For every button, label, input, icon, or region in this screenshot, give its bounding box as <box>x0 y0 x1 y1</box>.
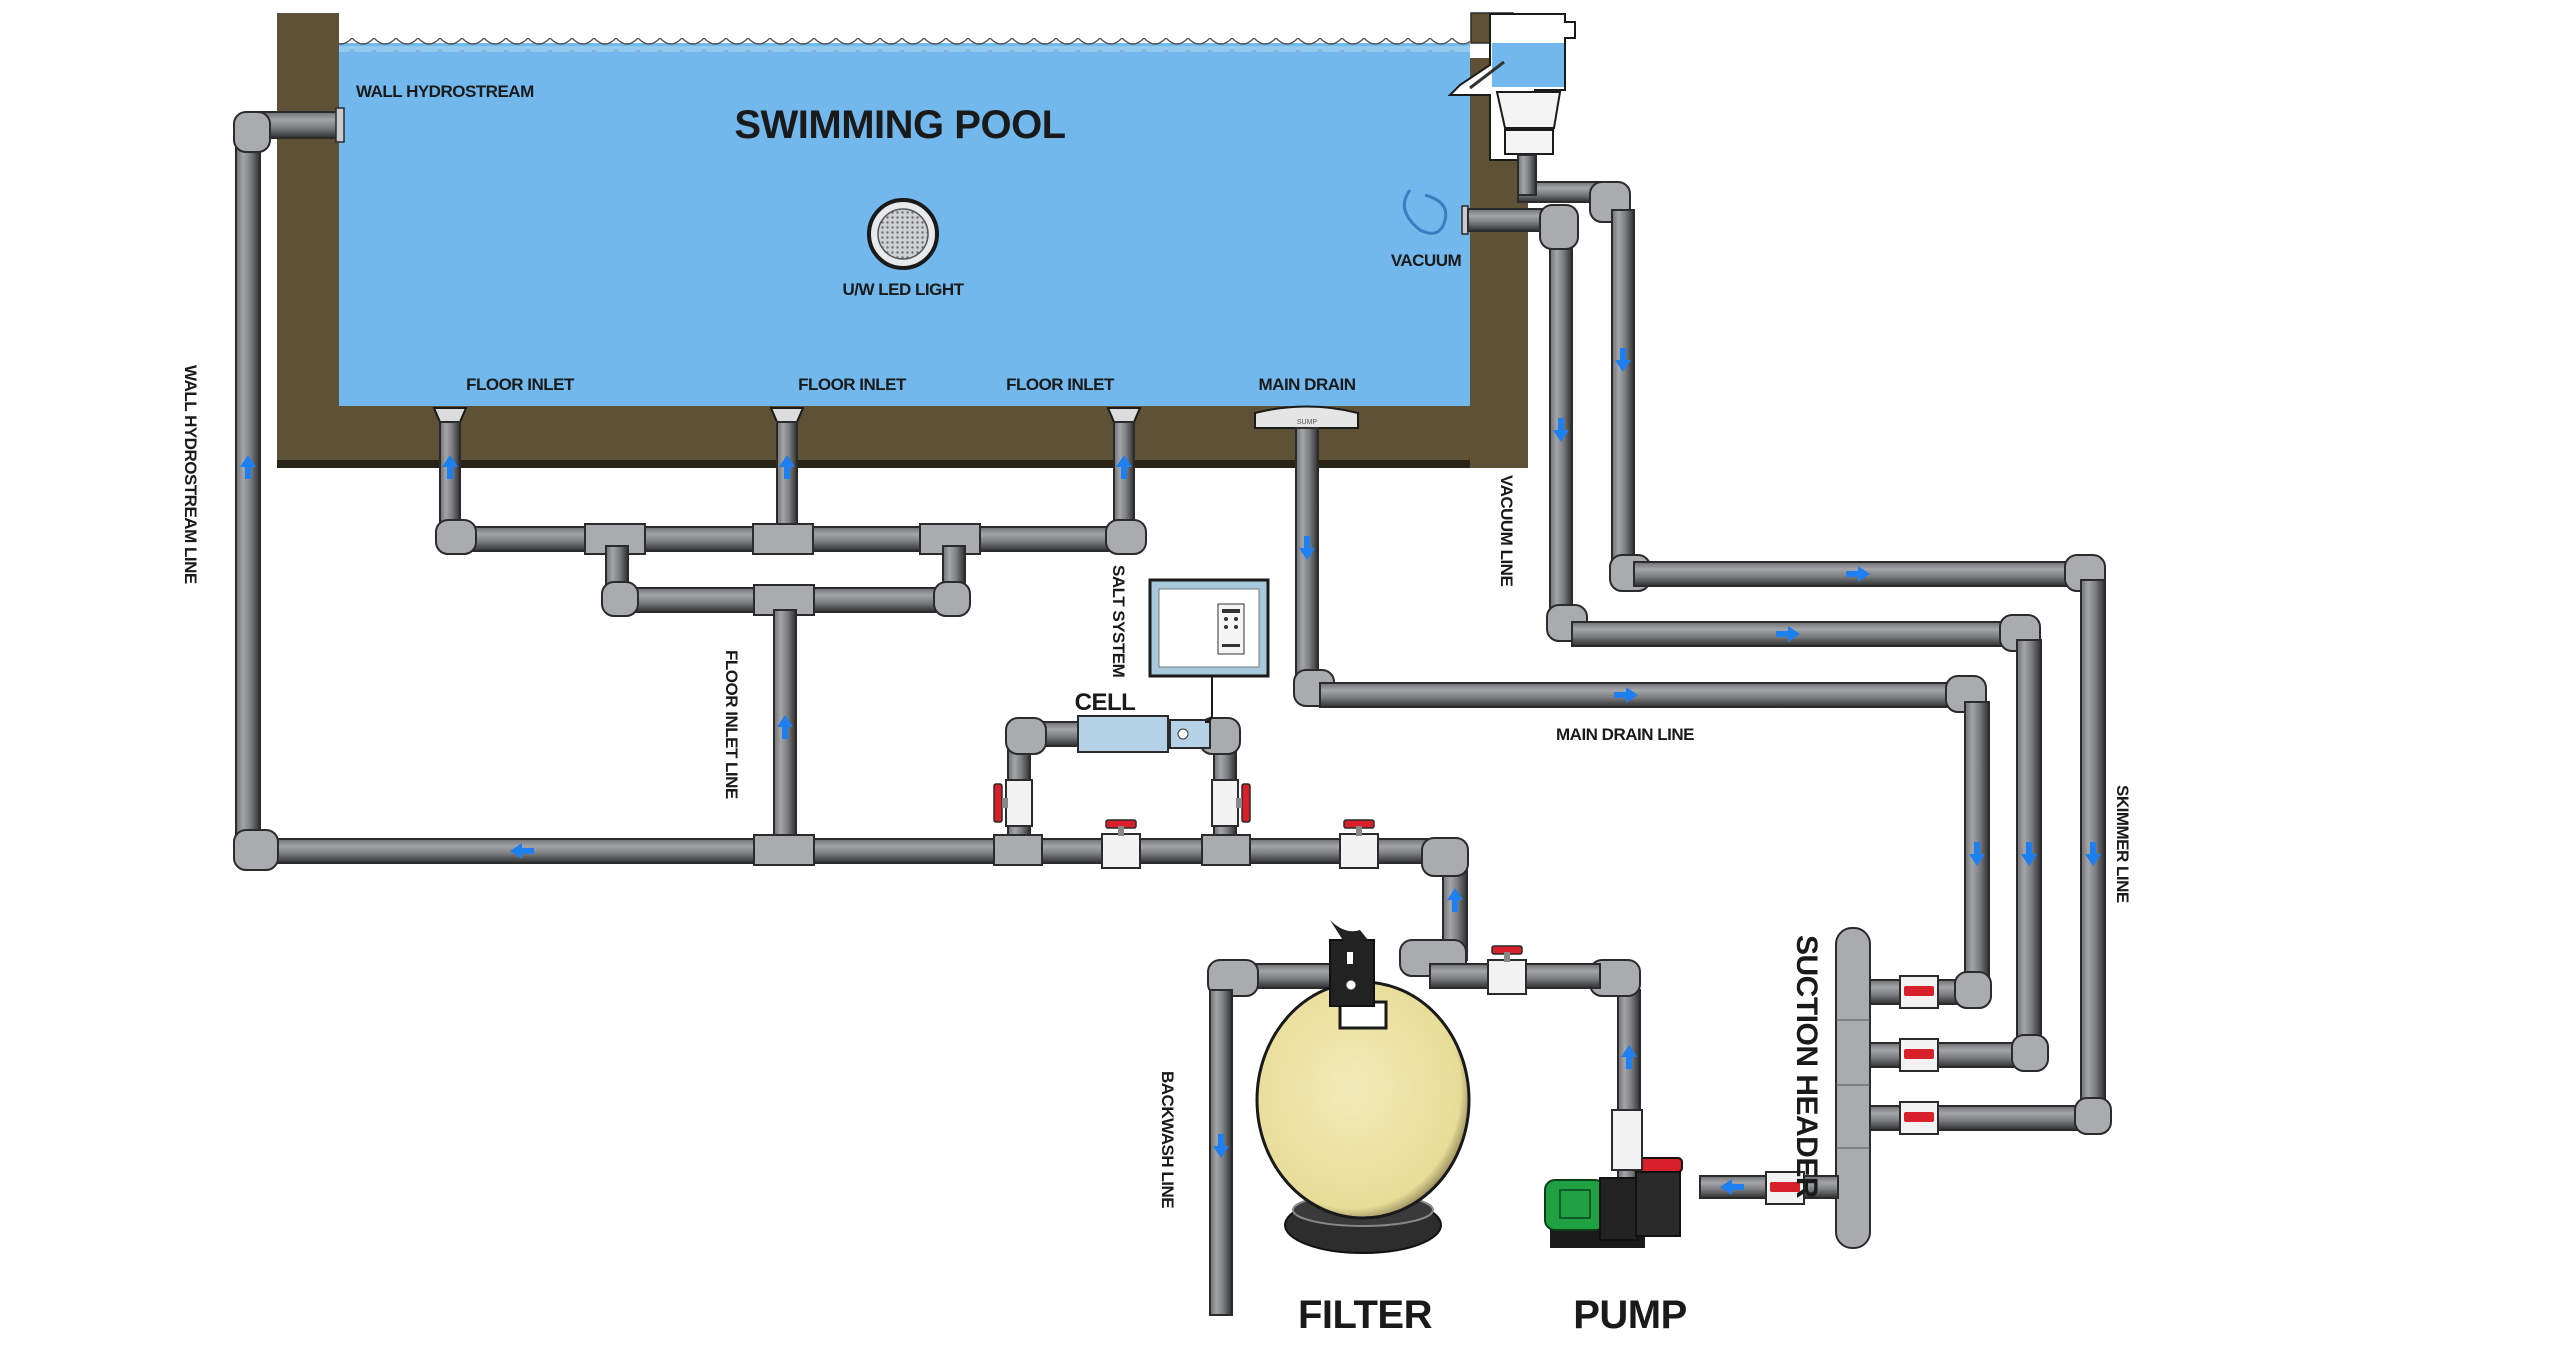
pool: SWIMMING POOL <box>277 13 1528 468</box>
suction-header-body <box>1835 927 1871 1249</box>
arrow-right-icon <box>1776 626 1800 642</box>
line-labels: WALL HYDROSTREAM LINE FLOOR INLET LINE V… <box>181 365 2132 1208</box>
led-light-label: U/W LED LIGHT <box>843 280 965 299</box>
valve-handle-icon <box>1236 798 1242 808</box>
floor-inlet-label-3: FLOOR INLET <box>1006 375 1115 394</box>
suction-header-label: SUCTION HEADER <box>1790 935 1823 1199</box>
skimmer-line-label: SKIMMER LINE <box>2113 785 2132 903</box>
arrow-up-icon <box>777 715 793 739</box>
pipes <box>233 111 2112 1316</box>
led-light: U/W LED LIGHT <box>843 198 965 299</box>
arrow-up-icon <box>1447 888 1463 912</box>
arrow-left-icon <box>510 843 534 859</box>
arrow-down-icon <box>1553 418 1569 442</box>
salt-system-label: SALT SYSTEM <box>1109 565 1128 678</box>
pump-motor <box>1544 1179 1606 1231</box>
arrow-up-icon <box>1621 1045 1637 1069</box>
filter: FILTER <box>1255 920 1471 1337</box>
valves <box>993 779 1939 1205</box>
valve-handle-icon <box>1904 1112 1934 1122</box>
pool-wall-shadow <box>277 460 1528 468</box>
pump-label: PUMP <box>1573 1293 1687 1337</box>
valve-pump-to-filter[interactable] <box>1487 945 1527 995</box>
arrow-up-icon <box>442 455 458 479</box>
pump: PUMP <box>1544 1109 1687 1337</box>
pump-strainer <box>1635 1165 1681 1237</box>
floor-inlet-fittings <box>432 407 1142 423</box>
valve-return[interactable] <box>1339 819 1379 869</box>
cell-label: CELL <box>1075 689 1136 716</box>
wall-hydrostream-line-label: WALL HYDROSTREAM LINE <box>181 365 200 584</box>
valve-cell-left[interactable] <box>993 779 1033 827</box>
backwash-line-label: BACKWASH LINE <box>1158 1071 1177 1208</box>
pool-title: SWIMMING POOL <box>734 103 1065 147</box>
valve-handle-icon <box>1904 986 1934 996</box>
water-surface-highlight <box>339 46 1470 52</box>
skimmer <box>1447 12 1576 161</box>
arrow-down-icon <box>2021 842 2037 866</box>
vacuum-label: VACUUM <box>1391 251 1462 270</box>
valve-handle-icon <box>1770 1182 1800 1192</box>
arrow-down-icon <box>1615 348 1631 372</box>
arrow-up-icon <box>779 455 795 479</box>
multiport-handle-icon[interactable] <box>1330 920 1368 942</box>
arrow-down-icon <box>1213 1134 1229 1158</box>
wall-hydrostream-fitting: WALL HYDROSTREAM <box>249 82 535 143</box>
floor-inlet-label-1: FLOOR INLET <box>466 375 575 394</box>
pump-housing <box>1599 1177 1639 1241</box>
arrow-right-icon <box>1846 566 1870 582</box>
vacuum-line-label: VACUUM LINE <box>1497 475 1516 586</box>
main-drain-cover-text: SUMP <box>1297 419 1318 426</box>
arrow-down-icon <box>2085 842 2101 866</box>
floor-inlet-line-label: FLOOR INLET LINE <box>722 650 741 799</box>
floor-inlet-labels: FLOOR INLET FLOOR INLET FLOOR INLET MAIN… <box>466 375 1356 394</box>
vacuum-splash-icon <box>1402 189 1448 235</box>
main-drain-cover: SUMP <box>1254 405 1359 429</box>
valve-cell-right[interactable] <box>1211 779 1251 827</box>
return-pipe-horizontal <box>247 838 1444 864</box>
arrow-left-icon <box>1720 1179 1744 1195</box>
skimmer-pipe-vertical <box>1611 209 1635 576</box>
multiport-valve[interactable] <box>1329 939 1375 1007</box>
floor-inlet-label-2: FLOOR INLET <box>798 375 907 394</box>
wall-hydrostream-label: WALL HYDROSTREAM <box>356 82 534 101</box>
valve-cell-bypass[interactable] <box>1101 819 1141 869</box>
valve-handle-icon <box>1002 798 1008 808</box>
valve-main-drain[interactable] <box>1899 975 1939 1009</box>
arrow-down-icon <box>1299 536 1315 560</box>
salt-cell-cable <box>1204 672 1213 723</box>
valve-vacuum[interactable] <box>1899 1038 1939 1072</box>
main-drain-line-label: MAIN DRAIN LINE <box>1556 725 1694 744</box>
pool-left-wall-top <box>277 13 339 413</box>
salt-system: SALT SYSTEM <box>1109 565 1270 678</box>
valve-handle-icon <box>1904 1049 1934 1059</box>
wall-hydrostream-pipe-vertical <box>235 124 261 854</box>
valve-pump-suction[interactable] <box>1765 1171 1805 1205</box>
flow-arrows <box>240 348 2101 1195</box>
arrow-right-icon <box>1614 687 1638 703</box>
main-drain-pipe-horizontal <box>1319 682 1967 708</box>
arrow-up-icon <box>240 455 256 479</box>
valve-skimmer[interactable] <box>1899 1101 1939 1135</box>
arrow-up-icon <box>1116 455 1132 479</box>
salt-cell <box>1077 715 1169 753</box>
filter-label: FILTER <box>1298 1293 1433 1337</box>
arrow-down-icon <box>1969 842 1985 866</box>
main-drain-label: MAIN DRAIN <box>1259 375 1356 394</box>
